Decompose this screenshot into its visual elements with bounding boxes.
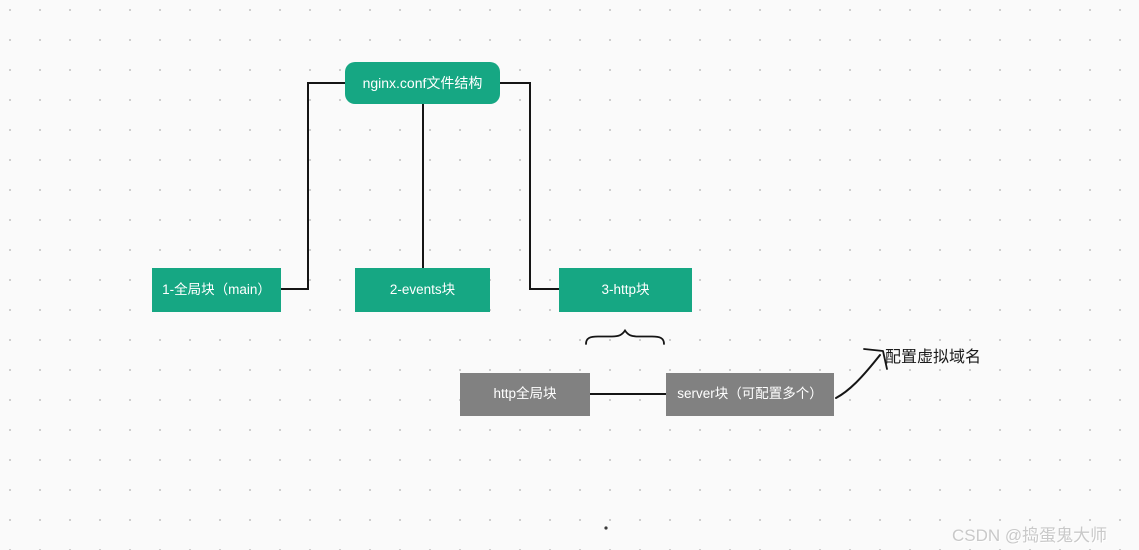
connector-root-to-global — [281, 82, 345, 290]
node-global-block-main: 1-全局块（main） — [152, 268, 281, 312]
csdn-watermark: CSDN @捣蛋鬼大师 — [952, 526, 1108, 545]
curly-brace — [585, 328, 665, 345]
node-http-block: 3-http块 — [559, 268, 692, 312]
annotation-arrow-head — [863, 348, 888, 370]
node-nginx-conf-root: nginx.conf文件结构 — [345, 62, 500, 104]
connector-root-to-http — [500, 82, 559, 290]
node-server-block: server块（可配置多个） — [666, 373, 834, 416]
annotation-arrow-shaft — [835, 354, 881, 399]
stray-dot — [604, 526, 608, 530]
node-http-global-block: http全局块 — [460, 373, 590, 416]
virtual-domain-annotation: 配置虚拟域名 — [885, 349, 982, 366]
node-events-block: 2-events块 — [355, 268, 490, 312]
